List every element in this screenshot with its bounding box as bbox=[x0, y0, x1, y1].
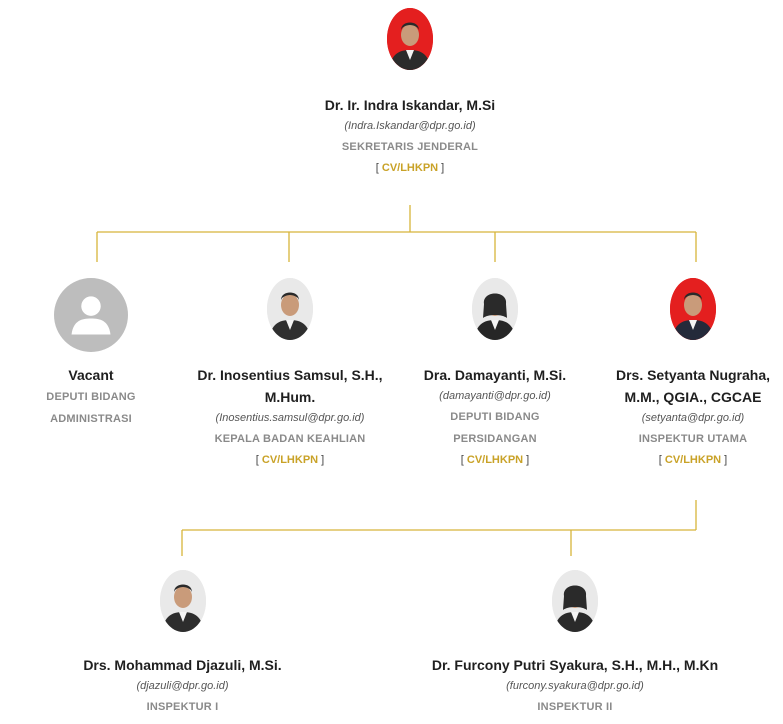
person-title: DEPUTI BIDANG bbox=[46, 391, 136, 403]
person-title: INSPEKTUR I bbox=[146, 701, 219, 713]
node-deputi-administrasi: Vacant DEPUTI BIDANG ADMINISTRASI bbox=[0, 278, 182, 430]
cv-block: [ CV/LHKPN ] bbox=[460, 454, 530, 466]
cv-lhkpn-link[interactable]: CV/LHKPN bbox=[261, 454, 319, 466]
person-name: Dr. Ir. Indra Iskandar, M.Si bbox=[324, 97, 496, 113]
portrait-image bbox=[472, 278, 518, 340]
person-title: SEKRETARIS JENDERAL bbox=[341, 141, 479, 153]
person-email[interactable]: (setyanta@dpr.go.id) bbox=[641, 412, 745, 424]
photo-vacant bbox=[54, 278, 128, 352]
cv-block: [ CV/LHKPN ] bbox=[375, 162, 445, 174]
person-name: Drs. Mohammad Djazuli, M.Si. bbox=[83, 657, 282, 673]
node-inspektur-1: Drs. Mohammad Djazuli, M.Si. (djazuli@dp… bbox=[40, 570, 325, 718]
person-title: DEPUTI BIDANG bbox=[450, 411, 540, 423]
portrait-image bbox=[267, 278, 313, 340]
cv-block: [ CV/LHKPN ] bbox=[255, 454, 325, 466]
person-title: INSPEKTUR II bbox=[537, 701, 613, 713]
portrait-image bbox=[670, 278, 716, 340]
photo-inosentius-samsul bbox=[267, 278, 313, 340]
person-name: Vacant bbox=[68, 367, 114, 383]
person-email[interactable]: (djazuli@dpr.go.id) bbox=[136, 680, 229, 692]
cv-lhkpn-link[interactable]: CV/LHKPN bbox=[381, 162, 439, 174]
person-title: KEPALA BADAN KEAHLIAN bbox=[214, 433, 366, 445]
person-name: M.Hum. bbox=[264, 389, 316, 405]
connector-group bbox=[96, 205, 697, 556]
node-inspektur-utama: Drs. Setyanta Nugraha, M.M., QGIA., CGCA… bbox=[603, 278, 783, 470]
portrait-image bbox=[159, 570, 206, 632]
person-name: Dr. Furcony Putri Syakura, S.H., M.H., M… bbox=[431, 657, 719, 673]
cv-lhkpn-link[interactable]: CV/LHKPN bbox=[466, 454, 524, 466]
cv-block: [ CV/LHKPN ] bbox=[658, 454, 728, 466]
node-sekretaris-jenderal: Dr. Ir. Indra Iskandar, M.Si (Indra.Iska… bbox=[260, 8, 560, 178]
node-deputi-persidangan: Dra. Damayanti, M.Si. (damayanti@dpr.go.… bbox=[400, 278, 590, 470]
photo-damayanti bbox=[472, 278, 518, 340]
node-inspektur-2: Dr. Furcony Putri Syakura, S.H., M.H., M… bbox=[405, 570, 745, 718]
photo-indra-iskandar bbox=[387, 8, 433, 70]
person-email[interactable]: (Inosentius.samsul@dpr.go.id) bbox=[215, 412, 365, 424]
portrait-image bbox=[552, 570, 598, 632]
photo-mohammad-djazuli bbox=[159, 570, 206, 632]
user-silhouette-icon bbox=[71, 296, 111, 335]
person-name: Dr. Inosentius Samsul, S.H., bbox=[197, 367, 383, 383]
person-email[interactable]: (furcony.syakura@dpr.go.id) bbox=[506, 680, 644, 692]
person-title: PERSIDANGAN bbox=[453, 433, 537, 445]
photo-furcony-putri-syakura bbox=[552, 570, 598, 632]
cv-lhkpn-link[interactable]: CV/LHKPN bbox=[664, 454, 722, 466]
node-kepala-badan-keahlian: Dr. Inosentius Samsul, S.H., M.Hum. (Ino… bbox=[185, 278, 395, 470]
person-email[interactable]: (Indra.Iskandar@dpr.go.id) bbox=[344, 120, 476, 132]
person-name: Dra. Damayanti, M.Si. bbox=[423, 367, 567, 383]
portrait-image bbox=[387, 8, 433, 70]
person-name: Drs. Setyanta Nugraha, bbox=[615, 367, 771, 383]
person-title: INSPEKTUR UTAMA bbox=[638, 433, 748, 445]
person-title: ADMINISTRASI bbox=[50, 413, 132, 425]
person-email[interactable]: (damayanti@dpr.go.id) bbox=[439, 390, 551, 402]
person-name: M.M., QGIA., CGCAE bbox=[624, 389, 762, 405]
photo-setyanta-nugraha bbox=[670, 278, 716, 340]
